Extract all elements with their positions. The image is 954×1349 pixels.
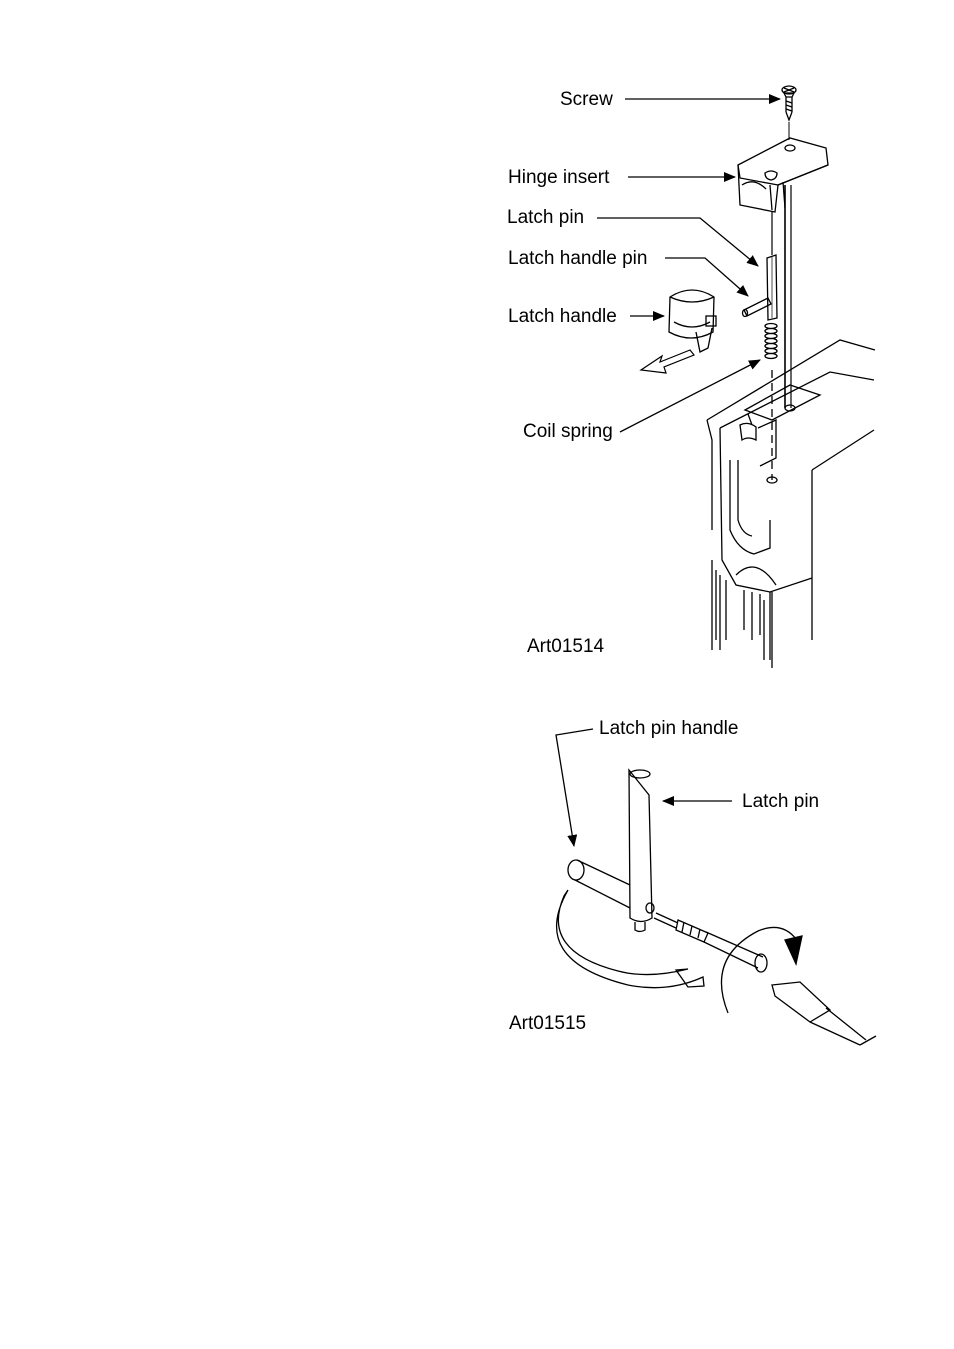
label-hinge-insert: Hinge insert <box>508 167 610 188</box>
art-id-figure2: Art01515 <box>509 1013 587 1034</box>
label-latch-handle: Latch handle <box>508 306 617 327</box>
shaft-part <box>653 912 768 973</box>
latch-handle-part <box>668 289 717 353</box>
pull-direction-arrow <box>639 349 695 374</box>
screwdriver-part <box>771 981 877 1046</box>
rotation-arrow-large <box>555 889 705 989</box>
label-screw: Screw <box>560 89 613 110</box>
label-latch-pin-handle: Latch pin handle <box>599 718 739 739</box>
coil-spring-leader <box>619 359 761 433</box>
latch-pin-handle-leader <box>555 728 594 847</box>
label-latch-pin: Latch pin <box>507 207 585 228</box>
latch-handle-pin-leader <box>665 257 749 297</box>
art-id-figure1: Art01514 <box>527 636 605 657</box>
hinge-insert-part <box>737 137 829 213</box>
latch-pin-handle-part <box>567 859 631 909</box>
label-coil-spring: Coil spring <box>523 421 613 442</box>
figure2-drawing <box>555 728 877 1046</box>
latch-handle-pin-part <box>741 297 772 318</box>
label-latch-handle-pin: Latch handle pin <box>508 248 648 269</box>
screw-part <box>781 85 797 140</box>
latch-pin-part <box>766 254 778 321</box>
latch-pin-part-2 <box>628 768 655 933</box>
housing-part <box>706 339 876 668</box>
latch-pin-leader <box>597 217 759 267</box>
figure1-drawing <box>597 85 876 668</box>
label-latch-pin-2: Latch pin <box>742 791 820 812</box>
rotation-arrow-small <box>720 926 797 1014</box>
coil-spring-part <box>764 322 778 360</box>
